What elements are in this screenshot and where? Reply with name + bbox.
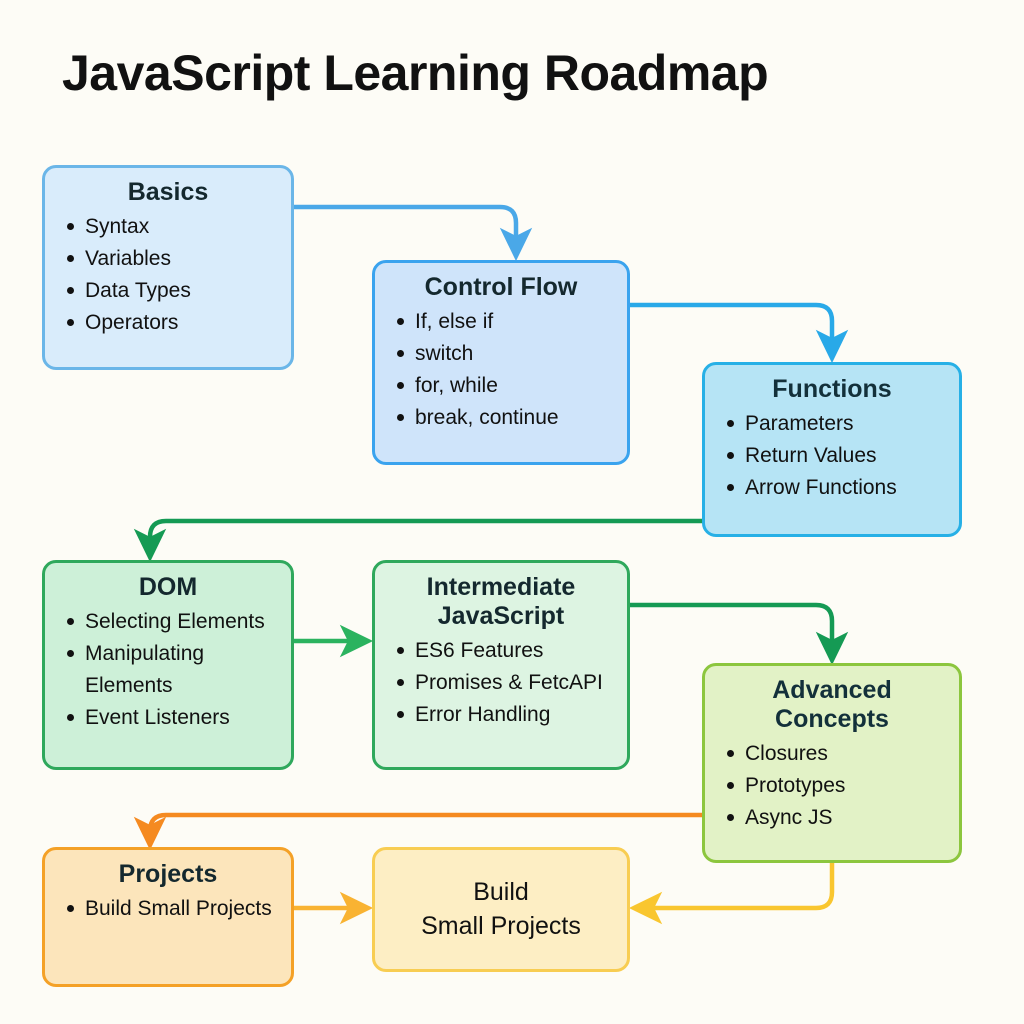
list-item: Prototypes bbox=[719, 770, 945, 802]
list-item: Variables bbox=[59, 243, 277, 275]
list-item: Syntax bbox=[59, 211, 277, 243]
node-dom-list: Selecting Elements Manipulating Elements… bbox=[59, 606, 277, 734]
list-item: Event Listeners bbox=[59, 702, 277, 734]
edge-basics-to-control-flow bbox=[291, 204, 533, 262]
node-projects-list: Build Small Projects bbox=[59, 893, 277, 925]
edge-advanced-to-build bbox=[628, 860, 835, 925]
node-advanced-concepts[interactable]: Advanced Concepts Closures Prototypes As… bbox=[702, 663, 962, 863]
node-build-small-projects-text: Build Small Projects bbox=[421, 877, 581, 940]
list-item: switch bbox=[389, 338, 613, 370]
list-item: If, else if bbox=[389, 306, 613, 338]
list-item: Selecting Elements bbox=[59, 606, 277, 638]
node-build-small-projects[interactable]: Build Small Projects bbox=[372, 847, 630, 972]
node-intermediate-javascript[interactable]: Intermediate JavaScript ES6 Features Pro… bbox=[372, 560, 630, 770]
edge-intermediate-to-advanced bbox=[627, 602, 849, 666]
list-item: break, continue bbox=[389, 402, 613, 434]
list-item: Build Small Projects bbox=[59, 893, 277, 925]
node-functions[interactable]: Functions Parameters Return Values Arrow… bbox=[702, 362, 962, 537]
edge-functions-to-dom bbox=[133, 518, 705, 563]
list-item: Async JS bbox=[719, 802, 945, 834]
list-item: Data Types bbox=[59, 275, 277, 307]
node-basics[interactable]: Basics Syntax Variables Data Types Opera… bbox=[42, 165, 294, 370]
list-item: Operators bbox=[59, 307, 277, 339]
list-item: for, while bbox=[389, 370, 613, 402]
node-functions-title: Functions bbox=[772, 375, 892, 403]
node-control-flow-title: Control Flow bbox=[424, 273, 578, 301]
node-advanced-concepts-list: Closures Prototypes Async JS bbox=[719, 738, 945, 834]
node-basics-list: Syntax Variables Data Types Operators bbox=[59, 211, 277, 339]
node-dom[interactable]: DOM Selecting Elements Manipulating Elem… bbox=[42, 560, 294, 770]
list-item: Arrow Functions bbox=[719, 472, 945, 504]
list-item: Manipulating Elements bbox=[59, 638, 277, 702]
node-control-flow-list: If, else if switch for, while break, con… bbox=[389, 306, 613, 434]
list-item: Return Values bbox=[719, 440, 945, 472]
list-item: Promises & FetcAPI bbox=[389, 667, 613, 699]
list-item: Closures bbox=[719, 738, 945, 770]
node-projects[interactable]: Projects Build Small Projects bbox=[42, 847, 294, 987]
node-intermediate-javascript-list: ES6 Features Promises & FetcAPI Error Ha… bbox=[389, 635, 613, 731]
edge-advanced-to-projects bbox=[133, 812, 705, 851]
edge-control-flow-to-functions bbox=[627, 302, 849, 364]
node-dom-title: DOM bbox=[138, 573, 198, 601]
page-title: JavaScript Learning Roadmap bbox=[62, 45, 769, 101]
node-intermediate-javascript-title: Intermediate JavaScript bbox=[426, 573, 576, 630]
node-advanced-concepts-title: Advanced Concepts bbox=[772, 676, 892, 733]
list-item: Error Handling bbox=[389, 699, 613, 731]
list-item: ES6 Features bbox=[389, 635, 613, 667]
node-functions-list: Parameters Return Values Arrow Functions bbox=[719, 408, 945, 504]
node-projects-title: Projects bbox=[118, 860, 218, 888]
list-item: Parameters bbox=[719, 408, 945, 440]
node-basics-title: Basics bbox=[127, 178, 209, 206]
node-control-flow[interactable]: Control Flow If, else if switch for, whi… bbox=[372, 260, 630, 465]
